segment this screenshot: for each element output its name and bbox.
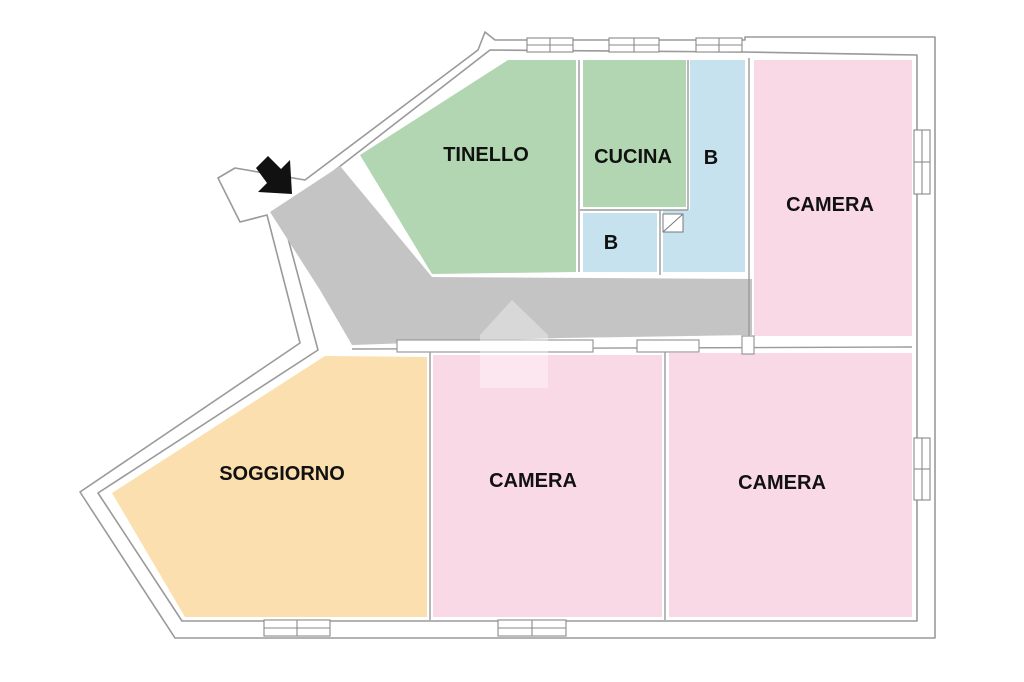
- label-camera-2: CAMERA: [489, 470, 577, 492]
- room-cucina: [583, 60, 686, 207]
- label-tinello: TINELLO: [443, 144, 529, 166]
- rooms: [112, 60, 912, 617]
- room-labels: TINELLO CUCINA B B CAMERA CAMERA CAMERA …: [219, 144, 874, 494]
- shaft-box: [662, 213, 684, 233]
- door-soggiorno: [396, 339, 594, 353]
- doors: [396, 335, 755, 355]
- window-top-2: [608, 37, 660, 53]
- room-camera-1: [754, 60, 912, 336]
- label-soggiorno: SOGGIORNO: [219, 463, 345, 485]
- room-tinello: [360, 60, 576, 274]
- window-right-2: [913, 437, 931, 501]
- inner-wall-outline: [97, 49, 918, 622]
- windows: [263, 37, 931, 637]
- corridor-area: [270, 166, 752, 345]
- window-right-1: [913, 129, 931, 195]
- room-soggiorno: [112, 356, 427, 617]
- door-bath-corridor: [741, 335, 755, 355]
- label-cucina: CUCINA: [594, 146, 672, 168]
- room-camera-2: [433, 355, 662, 617]
- house-logo-watermark: [480, 300, 548, 388]
- window-bottom-1: [263, 619, 331, 637]
- room-camera-3: [669, 353, 912, 617]
- window-top-1: [526, 37, 574, 53]
- label-camera-3: CAMERA: [738, 472, 826, 494]
- door-camera-3: [636, 339, 700, 353]
- window-bottom-2: [497, 619, 567, 637]
- label-camera-1: CAMERA: [786, 194, 874, 216]
- window-top-3: [695, 37, 743, 53]
- label-bathroom-2: B: [604, 232, 618, 254]
- room-bathroom-2: [583, 213, 657, 272]
- label-bathroom-1: B: [704, 147, 718, 169]
- arrow-down-right-icon: [256, 156, 292, 194]
